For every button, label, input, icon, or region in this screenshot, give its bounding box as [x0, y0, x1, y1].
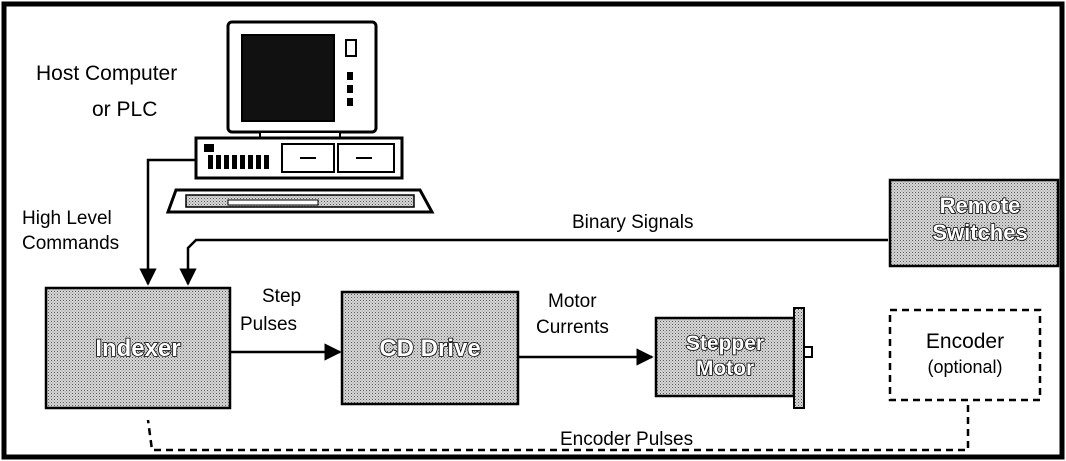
host-label-line1: Host Computer: [36, 62, 177, 85]
step-label-line2: Pulses: [240, 314, 297, 335]
stepper-motor-box: [654, 316, 796, 398]
motor-currents-label-line1: Motor: [548, 291, 597, 312]
binary-signals-label: Binary Signals: [572, 212, 693, 233]
cd-drive-label: CD Drive: [379, 335, 480, 362]
encoder-pulses-label: Encoder Pulses: [560, 429, 693, 450]
motor-shaft: [803, 346, 813, 358]
stepper-label-line1: Stepper: [686, 332, 764, 355]
remote-label-line2: Switches: [932, 220, 1027, 245]
encoder-pulses-line: [146, 405, 970, 452]
host-label-line2: or PLC: [92, 98, 157, 121]
remote-switches-box: [888, 178, 1060, 268]
encoder-label-line1: Encoder: [926, 330, 1004, 353]
computer-icon: [165, 20, 435, 214]
cd-drive-box: [340, 290, 520, 406]
remote-label-line1: Remote: [940, 193, 1021, 218]
indexer-label: Indexer: [95, 335, 180, 362]
stepper-label-line2: Motor: [696, 357, 754, 380]
host-command-arrow: [139, 158, 196, 286]
motor-flange: [793, 307, 805, 409]
encoder-box: [888, 308, 1042, 402]
step-label-line1: Step: [262, 286, 301, 307]
binary-signals-arrow: [179, 238, 888, 286]
encoder-label-line2: (optional): [927, 357, 1002, 377]
high-level-label-line2: Commands: [22, 233, 119, 254]
motor-currents-label-line2: Currents: [536, 317, 609, 338]
high-level-label-line1: High Level: [22, 208, 112, 229]
indexer-box: [44, 286, 232, 410]
